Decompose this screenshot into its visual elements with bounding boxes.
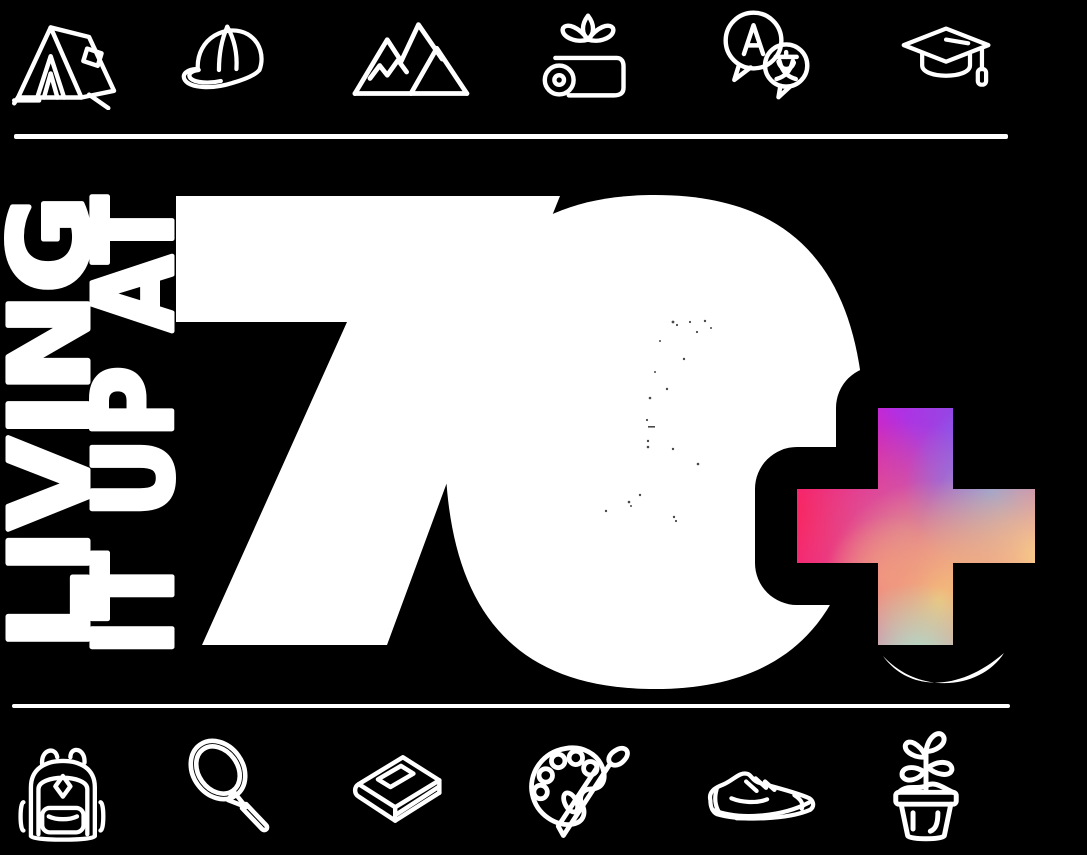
headline-line1: LIVING bbox=[0, 195, 114, 650]
crescent-arc bbox=[883, 653, 1004, 684]
bottom-divider bbox=[12, 704, 1010, 708]
paint-palette-icon bbox=[522, 734, 640, 848]
language-exchange-icon bbox=[706, 6, 826, 102]
backpack-icon bbox=[14, 732, 108, 850]
book-icon bbox=[342, 740, 458, 836]
top-divider bbox=[14, 134, 1008, 139]
tennis-racket-icon bbox=[172, 730, 282, 840]
tent-icon bbox=[8, 14, 126, 110]
graduation-cap-icon bbox=[888, 12, 1006, 104]
potted-plant-icon bbox=[872, 728, 980, 848]
mountains-icon bbox=[352, 16, 472, 100]
running-shoe-icon bbox=[698, 750, 832, 834]
headline-vertical: LIVING IT UP AT bbox=[0, 193, 201, 659]
baseball-cap-icon bbox=[178, 12, 282, 104]
hiker-sketch bbox=[604, 319, 712, 523]
numeral-zero bbox=[445, 195, 865, 689]
yoga-mat-icon bbox=[540, 8, 636, 104]
numeral-seven bbox=[176, 196, 560, 645]
